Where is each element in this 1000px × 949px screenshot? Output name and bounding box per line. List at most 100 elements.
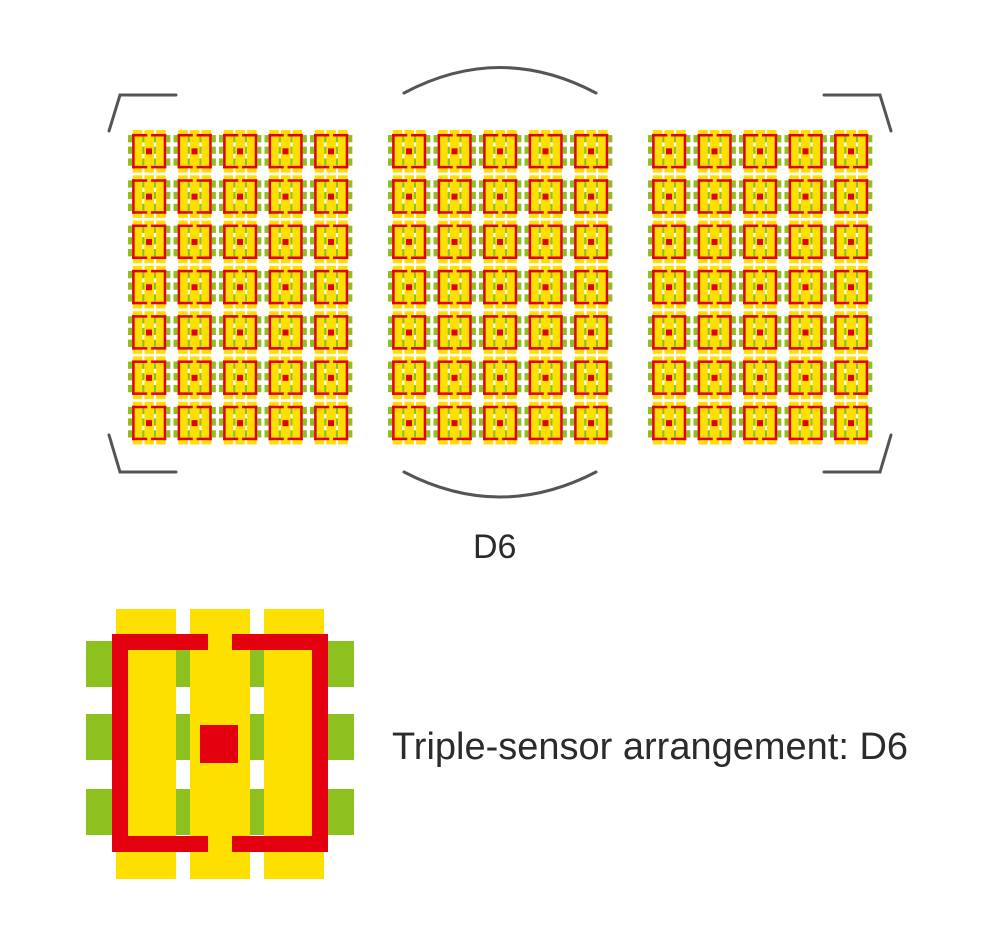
green-bar xyxy=(323,316,327,324)
red-bracket-left-side xyxy=(528,179,532,214)
green-bar xyxy=(257,316,262,324)
green-bar xyxy=(244,237,248,245)
yellow-column xyxy=(858,311,868,354)
red-bracket-right-side xyxy=(345,405,349,441)
yellow-column xyxy=(834,175,845,218)
green-bar xyxy=(335,418,339,426)
green-bar xyxy=(492,384,496,393)
green-bar xyxy=(401,146,405,154)
green-bar xyxy=(855,430,859,438)
red-bracket-right-side xyxy=(605,315,609,350)
red-bracket-right-top xyxy=(807,179,823,182)
green-bar xyxy=(447,294,450,302)
green-bar xyxy=(570,406,575,415)
green-bar xyxy=(868,430,873,438)
green-bar xyxy=(471,316,476,324)
green-bar xyxy=(707,430,710,438)
yellow-column xyxy=(652,265,663,309)
green-bar xyxy=(608,191,613,200)
yellow-column xyxy=(132,311,143,354)
green-bar xyxy=(141,282,145,290)
red-bracket-left-bottom xyxy=(834,347,850,350)
green-bar xyxy=(517,339,522,347)
green-bar xyxy=(211,135,216,143)
red-bracket-left-bottom xyxy=(834,437,850,441)
green-bar xyxy=(731,361,736,369)
red-bracket-left-bottom xyxy=(392,437,408,441)
red-bracket-left-bottom xyxy=(223,256,239,259)
green-bar xyxy=(777,270,782,279)
red-bracket-left-side xyxy=(132,315,135,350)
green-bar xyxy=(199,225,202,233)
red-bracket-right-side xyxy=(514,179,518,214)
red-bracket-right-bottom xyxy=(333,437,349,441)
green-bar xyxy=(798,270,801,279)
green-bar xyxy=(335,203,339,212)
red-center-point xyxy=(282,148,289,155)
green-bar xyxy=(278,158,281,166)
red-bracket-right-top xyxy=(456,133,472,137)
green-bar xyxy=(211,270,216,279)
green-bar xyxy=(843,180,847,188)
af-point xyxy=(264,356,307,400)
red-bracket-right-side xyxy=(820,360,823,395)
red-bracket-right-side xyxy=(774,405,778,441)
green-bar xyxy=(153,316,157,324)
green-bar xyxy=(538,384,541,393)
red-bracket-left-side xyxy=(314,179,317,214)
af-point xyxy=(310,175,353,218)
green-bar xyxy=(257,430,262,438)
red-center-point xyxy=(802,148,809,155)
red-center-point xyxy=(406,193,413,200)
green-bar xyxy=(232,339,236,347)
green-bar xyxy=(686,249,691,257)
green-bar xyxy=(348,249,353,257)
red-bracket-right-side xyxy=(469,224,472,259)
green-bar xyxy=(479,158,484,166)
green-bar xyxy=(310,191,315,200)
green-bar xyxy=(211,406,216,415)
green-bar xyxy=(141,327,145,336)
red-bracket-right-side xyxy=(729,269,732,305)
green-bar xyxy=(719,406,722,415)
red-bracket-right-side xyxy=(683,360,687,395)
green-bar xyxy=(608,384,613,393)
red-center-point xyxy=(451,420,458,427)
green-bar xyxy=(211,294,216,302)
green-bar xyxy=(538,339,541,347)
red-bracket-right-side xyxy=(163,315,167,350)
green-bar xyxy=(401,225,405,233)
green-bar xyxy=(492,430,496,438)
green-bar xyxy=(731,146,736,154)
frame-marks xyxy=(107,66,893,499)
red-bracket-left-side xyxy=(483,405,486,441)
green-bar xyxy=(868,203,873,212)
af-point xyxy=(128,220,171,264)
green-bar xyxy=(433,282,438,290)
red-bracket-left-bottom xyxy=(483,437,499,441)
green-bar xyxy=(401,237,405,245)
yellow-column xyxy=(574,356,585,400)
red-center-point xyxy=(451,284,458,291)
green-bar xyxy=(141,249,145,257)
green-bar xyxy=(128,282,133,290)
red-bracket-left-side xyxy=(437,315,441,350)
green-bar xyxy=(492,373,496,381)
green-bar xyxy=(426,418,431,426)
green-bar xyxy=(868,339,873,347)
green-bar xyxy=(550,270,553,279)
red-bracket-left-side xyxy=(788,405,792,441)
red-bracket-right-top xyxy=(333,179,349,182)
green-bar xyxy=(752,203,756,212)
green-bar xyxy=(128,430,133,438)
green-bar xyxy=(471,294,476,302)
red-bracket-right-bottom xyxy=(287,211,303,214)
red-bracket-right-top xyxy=(242,315,258,318)
yellow-column xyxy=(574,130,585,173)
yellow-column xyxy=(743,401,754,445)
yellow-column xyxy=(247,401,257,445)
yellow-column xyxy=(834,220,845,264)
red-bracket-right-top xyxy=(411,315,427,318)
green-bar xyxy=(166,158,171,166)
red-bracket-right-top xyxy=(853,360,869,363)
